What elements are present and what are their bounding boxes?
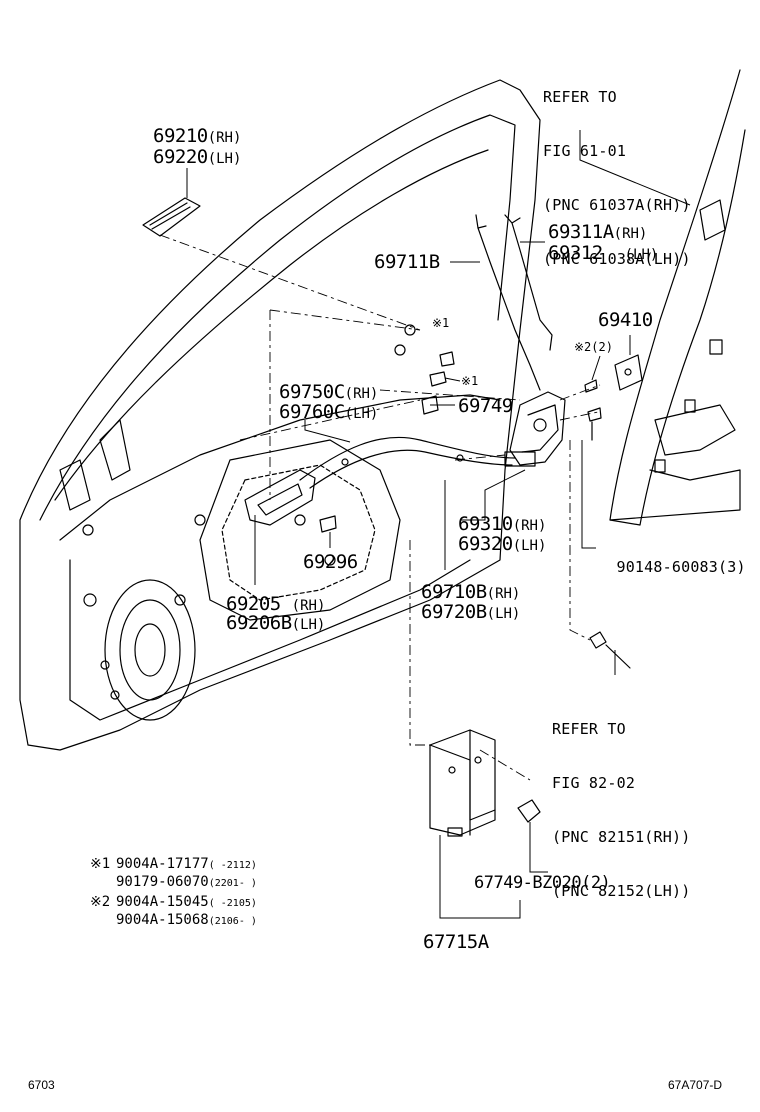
note-mark-1: ※1 <box>461 374 479 388</box>
note-part: 9004A-15068 <box>116 912 209 928</box>
refer-line: (PNC 61037A(RH)) <box>543 196 691 214</box>
part-number: 69760C <box>279 401 345 423</box>
callout-69220: 69220(LH) <box>153 147 241 170</box>
side-label: (RH) <box>207 130 242 146</box>
side-label: (LH) <box>512 538 547 554</box>
part-number: 67749-BZ020(2) <box>474 873 611 893</box>
door-lock-drawing <box>504 391 566 467</box>
callout-69760c: 69760C(LH) <box>279 402 378 425</box>
note-row: 9004A-15068(2106- ) <box>90 912 257 930</box>
side-label: (RH) <box>512 518 547 534</box>
box-clip-drawing <box>517 799 541 823</box>
note-range: ( -2105) <box>208 898 257 909</box>
mark: ※2 <box>574 340 592 354</box>
part-number: 69320 <box>458 533 513 555</box>
side-label: (LH) <box>291 617 326 633</box>
bolt-drawing <box>319 515 337 533</box>
note-range: ( -2112) <box>208 860 257 871</box>
side-label: (LH) <box>624 247 659 263</box>
part-number: 69749 <box>458 395 513 417</box>
callout-69311a: 69311A(RH) <box>548 222 647 245</box>
dashed-alignment-lines <box>159 234 601 781</box>
note-mark: ※1 <box>90 856 111 872</box>
side-label: (RH) <box>344 386 379 402</box>
callout-69410: 69410 <box>598 310 653 331</box>
note-row: ※2 9004A-15045( -2105) <box>90 894 257 912</box>
refer-line: FIG 82-02 <box>552 774 636 792</box>
side-label: (RH) <box>486 586 521 602</box>
part-number: 69720B <box>421 601 487 623</box>
callout-69320: 69320(LH) <box>458 534 546 557</box>
note-part: 9004A-15045 <box>116 894 209 910</box>
side-label: (LH) <box>486 606 521 622</box>
refer-line: (PNC 82152(LH)) <box>552 882 691 900</box>
part-number: 69220 <box>153 146 208 168</box>
callout-69312: 69312 (LH) <box>548 243 658 266</box>
part-number: 69206B <box>226 612 292 634</box>
note-part: 9004A-17177 <box>116 856 209 872</box>
part-number: 69311A <box>548 221 614 243</box>
note-row: 90179-06070(2201- ) <box>90 874 257 892</box>
part-number: 69410 <box>598 309 653 331</box>
lock-rods-drawing <box>475 214 553 391</box>
side-label: (RH) <box>613 226 648 242</box>
clips-drawing <box>421 351 455 415</box>
refer-fig-61-01: REFER TO FIG 61-01 (PNC 61037A(RH)) (PNC… <box>543 52 691 286</box>
door-panel-drawing <box>19 79 541 751</box>
callout-69210: 69210(RH) <box>153 126 241 149</box>
callout-69296: 69296 <box>303 552 358 573</box>
side-label: (LH) <box>207 151 242 167</box>
screws-drawing <box>584 379 602 441</box>
leader-lines <box>186 130 691 919</box>
callout-67749: 67749-BZ020(2) <box>474 873 611 894</box>
callout-69720b: 69720B(LH) <box>421 602 520 625</box>
note-range: (2106- ) <box>208 916 257 927</box>
part-number: 69210 <box>153 125 208 147</box>
callout-69711b: 69711B <box>374 252 440 273</box>
callout-67715a: 67715A <box>423 932 489 953</box>
part-number: 69296 <box>303 551 358 573</box>
handle-cap-drawing <box>142 197 201 237</box>
notes-block: ※1 9004A-17177( -2112) 90179-06070(2201- … <box>90 856 257 930</box>
inside-handle-drawing <box>244 469 316 526</box>
page-code-left: 6703 <box>28 1078 55 1092</box>
refer-line: FIG 61-01 <box>543 142 627 160</box>
callout-69310: 69310(RH) <box>458 514 546 537</box>
refer-line: REFER TO <box>552 720 626 738</box>
callout-90148: 90148-60083(3) <box>598 540 746 576</box>
cables-drawing <box>299 436 516 489</box>
control-box-drawing <box>429 729 496 837</box>
striker-drawing <box>614 354 643 391</box>
side-label: (LH) <box>344 406 379 422</box>
note-range: (2201- ) <box>208 878 257 889</box>
side-label: (RH) <box>291 598 326 614</box>
callout-69710b: 69710B(RH) <box>421 582 520 605</box>
page-code-right: 67A707-D <box>668 1078 723 1092</box>
connector-drawing <box>589 631 631 669</box>
part-number: 69205 <box>226 593 281 615</box>
note-row: ※1 9004A-17177( -2112) <box>90 856 257 874</box>
callout-69749: 69749 <box>458 396 513 417</box>
refer-line: (PNC 82151(RH)) <box>552 828 691 846</box>
refer-line: REFER TO <box>543 88 617 106</box>
refer-fig-82-02: REFER TO FIG 82-02 (PNC 82151(RH)) (PNC … <box>552 684 690 918</box>
part-number: 90148-60083(3) <box>616 558 746 576</box>
refer-line: (PNC 61038A(LH)) <box>543 250 691 268</box>
part-number: 69310 <box>458 513 513 535</box>
part-number: 69711B <box>374 251 440 273</box>
note-part: 90179-06070 <box>116 874 209 890</box>
part-number: 69750C <box>279 381 345 403</box>
note-mark: ※2 <box>90 894 111 910</box>
part-number: 69710B <box>421 581 487 603</box>
callout-69206b: 69206B(LH) <box>226 613 325 636</box>
callout-69205: 69205 (RH) <box>226 594 325 617</box>
part-number: 67715A <box>423 931 489 953</box>
part-number: 69312 <box>548 242 603 264</box>
note-mark-1: ※1 <box>432 316 450 330</box>
note-mark-2: ※2(2) <box>574 340 613 354</box>
quantity: (2) <box>591 340 613 354</box>
pillar-drawing <box>609 69 746 526</box>
callout-69750c: 69750C(RH) <box>279 382 378 405</box>
